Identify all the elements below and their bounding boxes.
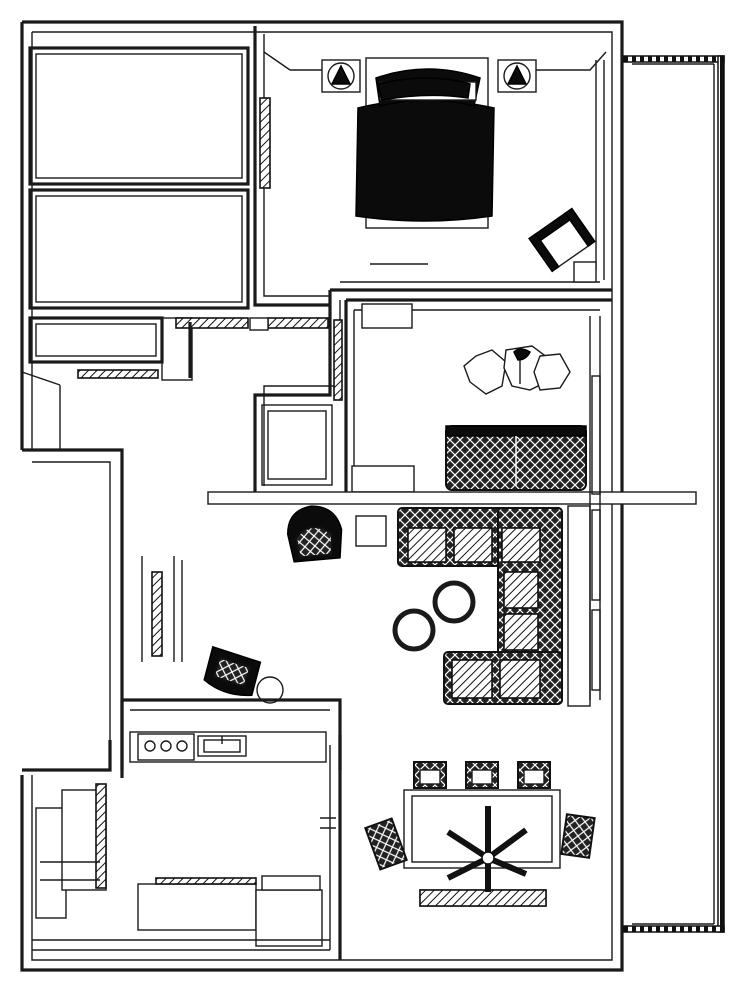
living-room: [141, 316, 601, 707]
outer-walls: [20, 20, 624, 972]
round-stool-1: [432, 580, 476, 624]
sectional-sofa: [397, 507, 563, 705]
divider-beam: [207, 491, 697, 505]
balcony-railing-bottom: [623, 925, 725, 933]
fridge: [255, 889, 323, 947]
dining-area: [364, 761, 596, 907]
closet-left: [28, 46, 250, 381]
balcony-railing-side: [717, 55, 725, 933]
nightstand-left: [321, 59, 361, 93]
kitchen-island: [137, 883, 257, 931]
accent-chair-1: [287, 505, 343, 563]
balcony: [623, 55, 725, 933]
kitchen-shelving: [22, 740, 112, 919]
bed-icon: [355, 57, 495, 229]
kitchen: [22, 698, 342, 960]
round-stool-2: [392, 608, 436, 652]
accent-chair-2: [203, 645, 262, 697]
nightstand-right: [497, 59, 537, 93]
radiator: [77, 369, 159, 379]
sink-icon: [197, 735, 247, 757]
side-table-round: [256, 676, 284, 704]
side-table: [355, 515, 387, 547]
armchair-bedroom: [528, 207, 596, 273]
stove-icon: [137, 733, 195, 761]
tv-console: [151, 571, 163, 657]
balcony-railing-top: [623, 55, 725, 63]
bedroom: [253, 26, 612, 307]
dining-chairs: [364, 761, 596, 871]
hallway: [175, 317, 329, 378]
light-icon: [446, 806, 528, 892]
loveseat: [445, 425, 587, 491]
office: [253, 290, 612, 494]
ottoman-hex-cluster: [463, 345, 571, 395]
